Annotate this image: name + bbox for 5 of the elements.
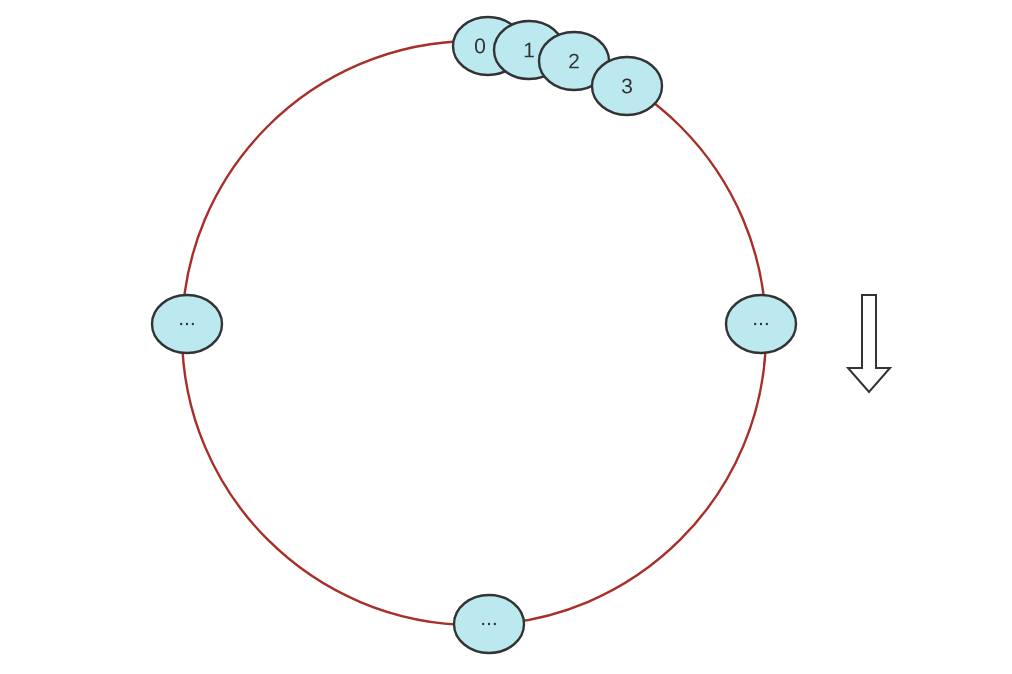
ellipse-node: ...	[452, 593, 526, 655]
ellipse-node: 3	[590, 55, 664, 117]
ellipse-node: ...	[150, 293, 224, 355]
ellipse-node: 2	[537, 30, 611, 92]
ellipse-node: ...	[724, 293, 798, 355]
